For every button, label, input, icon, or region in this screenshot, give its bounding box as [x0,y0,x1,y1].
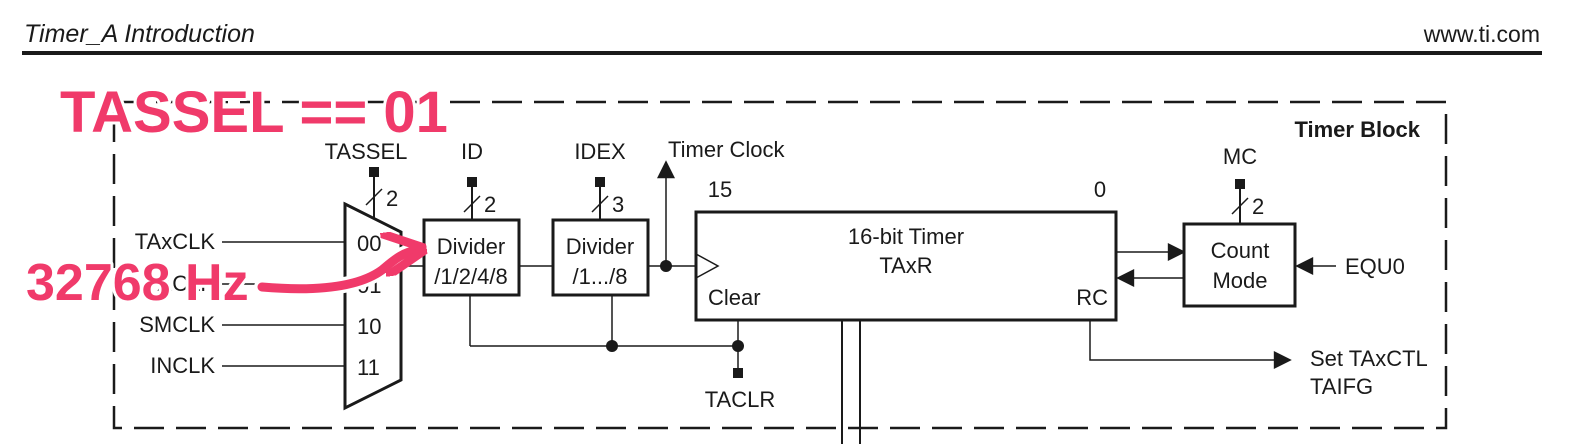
count-mode-title: Count [1211,238,1270,263]
mux-code-11: 11 [357,355,380,380]
idex-divider-ratios: /1.../8 [572,264,627,289]
taclr-junction-dot [732,340,744,352]
clock-input-triangle [695,253,720,279]
idex-divider-title: Divider [566,234,634,259]
freq-annotation-arrow [257,250,418,294]
idex-divider-box [551,218,650,297]
input-taxclk-label: TAxCLK [135,229,216,254]
timer-rc-label: RC [1076,285,1108,310]
input-aclk-label: ACLK [158,271,216,296]
header-url: www.ti.com [1423,21,1540,47]
id-divider-title: Divider [437,234,505,259]
timer-msb-label: 15 [708,177,732,202]
idex-bus-slash [591,195,609,213]
tassel-bus-slash [365,188,383,206]
mux-code-00: 00 [357,231,381,256]
timer-clear-label: Clear [708,285,761,310]
count-mode-subtitle: Mode [1212,268,1267,293]
id-control-pin [467,177,477,187]
tassel-control-pin [369,167,379,177]
timer-title: 16-bit Timer [848,224,964,249]
tassel-label: TASSEL [325,139,408,164]
idex-control-pin [595,177,605,187]
timer-register-name: TAxR [879,253,932,278]
timer-register-box [694,210,1118,322]
input-inclk-label: INCLK [150,353,215,378]
id-divider-box [422,218,521,297]
id-label: ID [461,139,483,164]
tassel-annotation: TASSEL == 01 [60,80,448,145]
output-flag-line2: TAIFG [1310,374,1373,399]
header-rule [22,51,1542,55]
taclr-label: TACLR [705,387,776,412]
count-mode-box [1182,222,1297,308]
mux-code-10: 10 [357,314,381,339]
mc-bus-slash [1231,197,1249,215]
mc-bus-width: 2 [1252,194,1264,219]
id-divider-ratios: /1/2/4/8 [434,264,507,289]
id-bus-slash [463,195,481,213]
timer-clock-label: Timer Clock [668,137,786,162]
freq-annotation: 32768 Hz [26,254,249,312]
idex-label: IDEX [574,139,626,164]
rc-output-arrow [1089,320,1292,369]
id-bus-width: 2 [484,192,496,217]
output-flag-line1: Set TAxCTL [1310,346,1428,371]
equ0-label: EQU0 [1345,254,1405,279]
timer-lsb-label: 0 [1094,177,1106,202]
input-smclk-label: SMCLK [139,312,215,337]
mc-control-pin [1235,179,1245,189]
tassel-bus-width: 2 [386,186,398,211]
mc-label: MC [1223,144,1257,169]
timer-block-boundary [112,100,1448,430]
timer-block-title: Timer Block [1294,117,1420,142]
idex-bus-width: 3 [612,192,624,217]
taclr-pin [733,368,743,378]
section-title: Timer_A Introduction [24,20,255,48]
clear-junction-dot [606,340,618,352]
